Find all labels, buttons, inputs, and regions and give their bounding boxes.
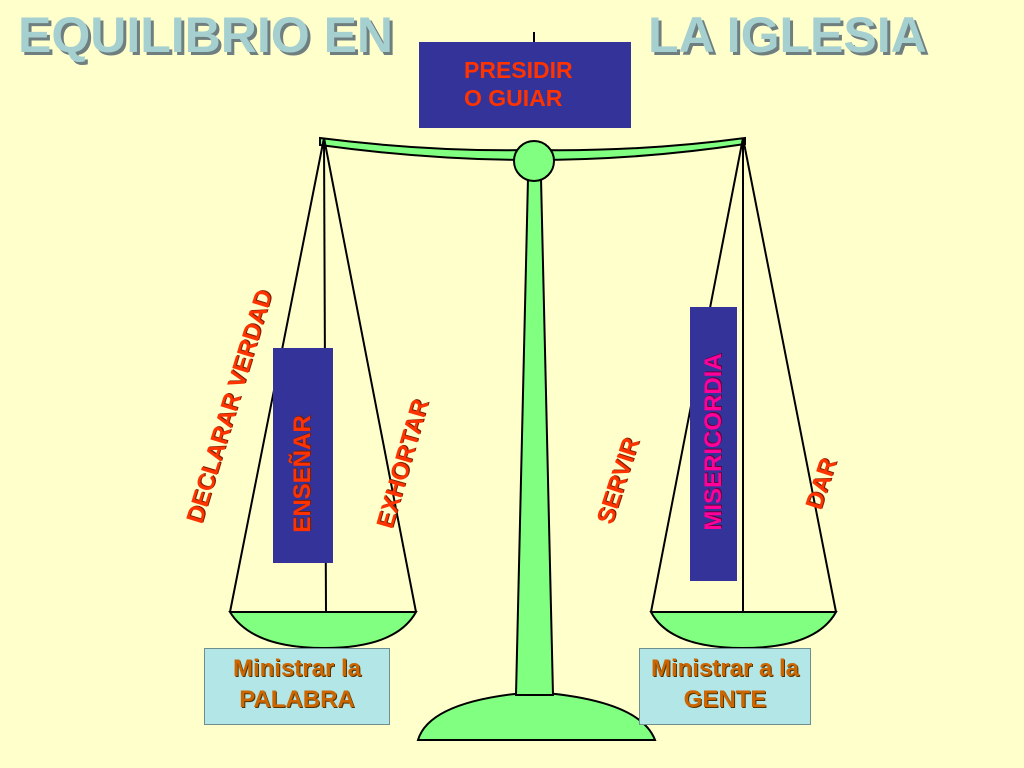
- left-pan-label-line1: Ministrar la: [232, 655, 362, 682]
- scale-base: [416, 690, 657, 741]
- title-left: EQUILIBRIO EN: [18, 7, 394, 63]
- presidir-line1: PRESIDIR: [464, 57, 573, 84]
- ensenar-label: ENSEÑAR: [289, 415, 316, 533]
- title-right: LA IGLESIA: [648, 7, 927, 63]
- ensenar-box: [273, 348, 333, 563]
- right-string-outer: [742, 137, 837, 613]
- right-pan-label-line1: Ministrar a la: [650, 655, 800, 682]
- presidir-line2: O GUIAR: [464, 85, 563, 111]
- scale-pivot: [513, 140, 555, 182]
- presidir-box: PRESIDIR O GUIAR: [419, 42, 631, 128]
- misericordia-label: MISERICORDIA: [700, 353, 727, 531]
- right-pan-label-line2: GENTE: [683, 686, 767, 714]
- left-pan-label: Ministrar la PALABRA: [204, 648, 390, 725]
- misericordia-box: [690, 307, 737, 581]
- left-pan-label-line2: PALABRA: [239, 686, 355, 714]
- left-pan: [228, 611, 418, 650]
- right-pan-label: Ministrar a la GENTE: [639, 648, 811, 725]
- left-string-inner: [323, 137, 417, 613]
- scale-post: [514, 177, 555, 696]
- right-pan: [649, 611, 838, 650]
